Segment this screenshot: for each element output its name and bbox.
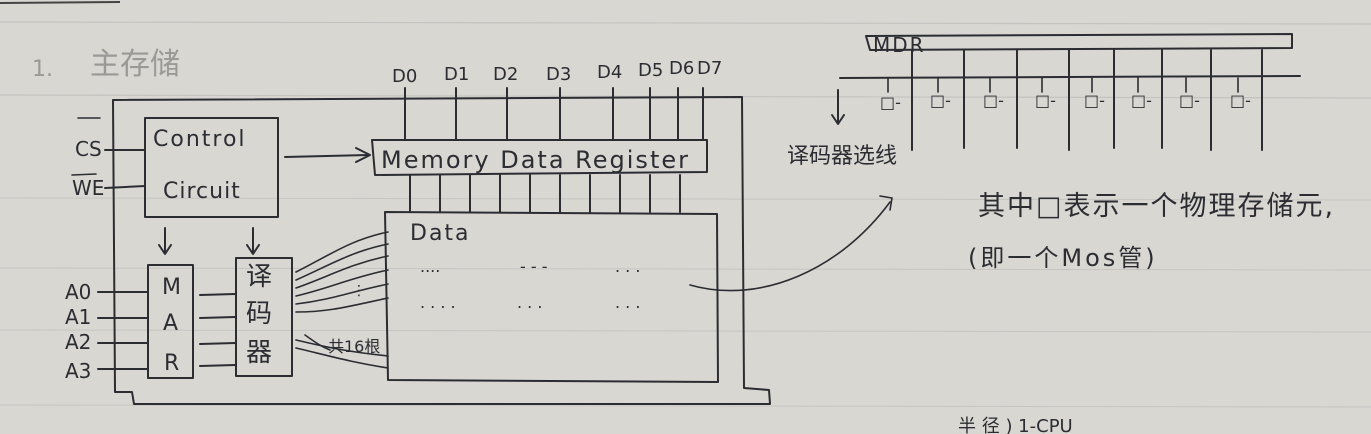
mdr-small-label: MDR [873, 33, 926, 57]
address-pin-a2: A2 [65, 330, 91, 354]
decoder-char-2: 码 [246, 299, 272, 329]
chip-outline [112, 96, 771, 405]
annotation-arrow [689, 201, 891, 292]
svg-text:⋮: ⋮ [352, 283, 366, 299]
control-circuit-box [144, 117, 279, 218]
mar-letter-m: M [162, 275, 181, 300]
data-line-d5: D5 [638, 60, 663, 81]
note-bottom: 半 径 ) 1-CPU [958, 416, 1073, 434]
data-dots-6: . . . [615, 293, 640, 312]
mdr-long-label: Memory Data Register [381, 146, 690, 174]
we-pin-label: WE [72, 176, 104, 200]
wire-count-label: 共16根 [328, 337, 380, 356]
data-dots-2: - - - [520, 257, 548, 276]
data-label: Data [410, 221, 471, 246]
cs-pin-label: CS [75, 137, 102, 161]
cell-symbol-4: □- [1035, 91, 1056, 110]
mar-letter-a: A [163, 311, 178, 336]
data-line-d3: D3 [546, 64, 571, 85]
data-line-d1: D1 [444, 64, 469, 85]
mdr-small-box [865, 33, 1293, 51]
cell-symbol-3: □- [983, 91, 1004, 110]
cell-symbol-5: □- [1084, 91, 1105, 110]
cell-symbol-8: □- [1230, 91, 1251, 110]
mdr-long-box [371, 139, 708, 176]
data-dots-4: . . . . [420, 293, 456, 312]
address-pin-a1: A1 [65, 305, 91, 329]
cell-symbol-6: □- [1131, 91, 1152, 110]
decoder-select-label: 译码器选线 [787, 144, 897, 169]
data-dots-5: . . . [517, 293, 542, 312]
cell-symbol-1: □- [880, 93, 901, 112]
decoder-char-1: 译 [246, 262, 272, 292]
heading-number: 1. [32, 57, 53, 82]
data-line-d6: D6 [669, 58, 694, 79]
data-line-d7: D7 [697, 58, 722, 79]
decoder-box [235, 257, 293, 377]
data-dots-1: .... [420, 257, 440, 276]
data-line-d4: D4 [597, 62, 622, 83]
decoder-char-3: 器 [246, 338, 272, 368]
data-dots-3: . . . [615, 257, 640, 276]
cell-symbol-2: □- [930, 91, 951, 110]
note-line-1: 其中□表示一个物理存储元, [978, 191, 1335, 222]
data-line-d0: D0 [392, 66, 417, 87]
heading-text: 主存储 [90, 47, 180, 82]
address-pin-a3: A3 [65, 359, 91, 383]
note-line-2: (即一个Mos管) [968, 244, 1158, 272]
circuit-label: Circuit [163, 179, 241, 204]
mar-letter-r: R [164, 351, 179, 376]
data-line-d2: D2 [493, 64, 518, 85]
address-pin-a0: A0 [65, 280, 91, 304]
cell-symbol-7: □- [1179, 91, 1200, 110]
data-array-box [384, 211, 719, 383]
control-label: Control [153, 127, 247, 152]
mar-box [147, 264, 194, 379]
